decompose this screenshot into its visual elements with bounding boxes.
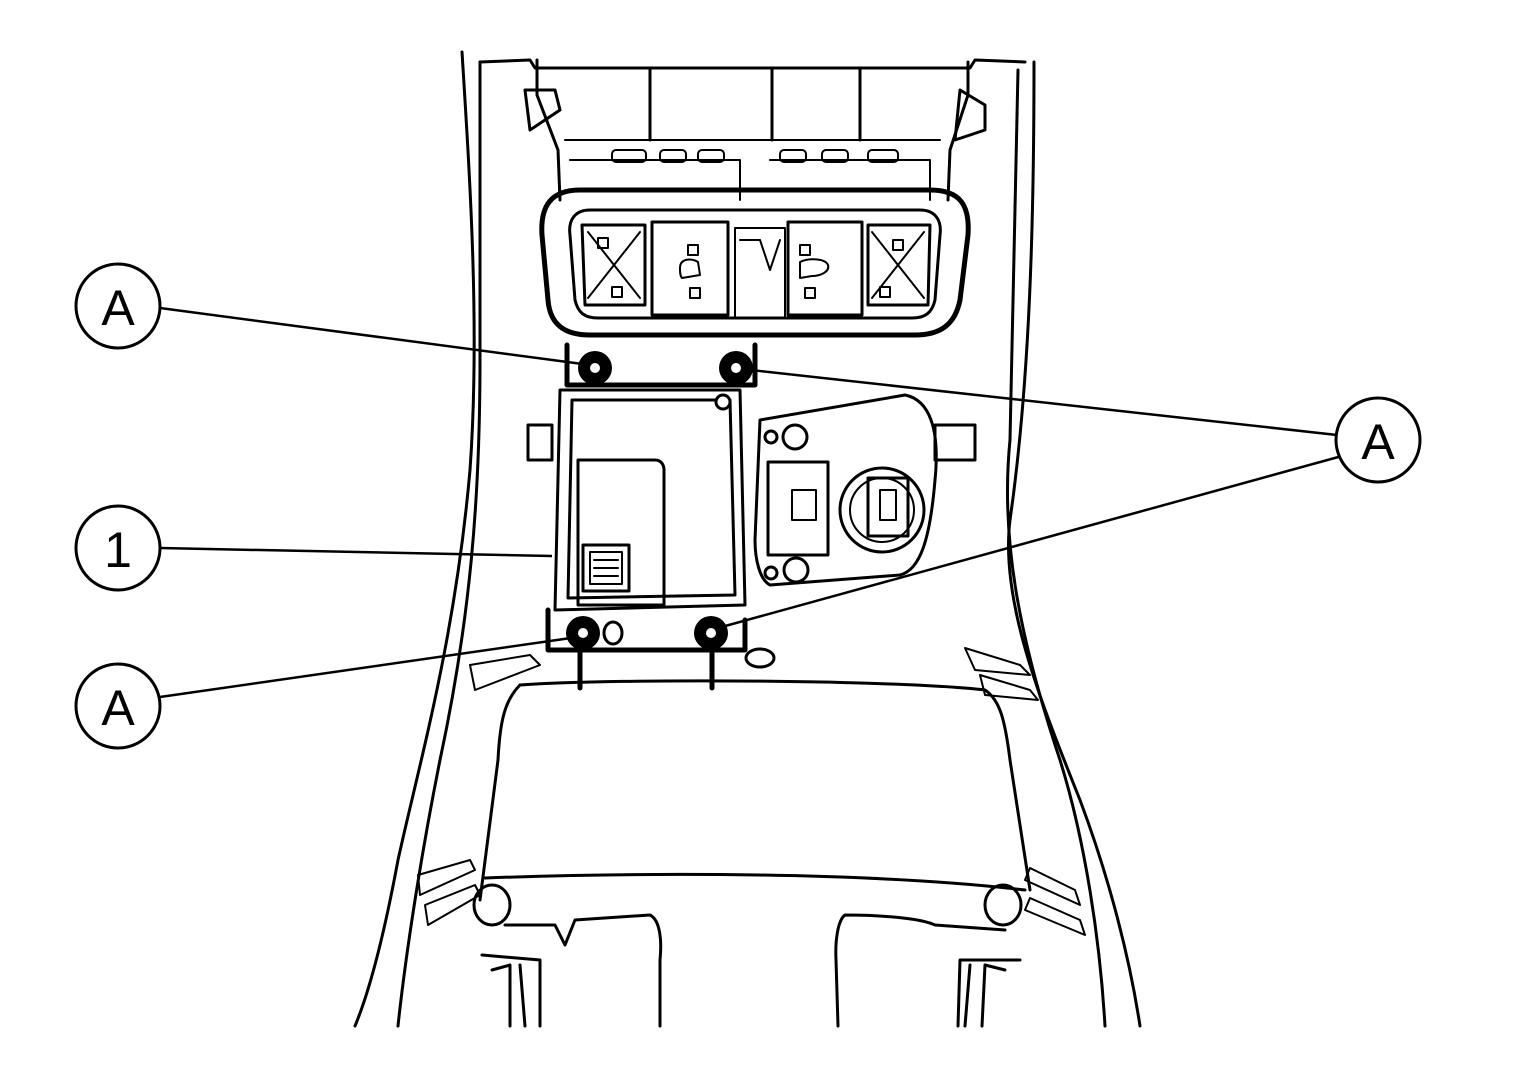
fastener-top-right xyxy=(719,351,753,385)
console-body xyxy=(353,50,1142,1028)
leader-lines xyxy=(159,306,1343,699)
fastener-bottom-left xyxy=(566,616,600,650)
callout-a-bottom-left: A xyxy=(74,662,162,750)
shifter-opening xyxy=(753,393,938,587)
callout-a-right-label: A xyxy=(1361,414,1395,470)
fastener-top-left xyxy=(578,351,612,385)
callout-a-top-left-label: A xyxy=(101,280,135,336)
fasteners xyxy=(566,351,753,650)
callout-a-bottom-left-label: A xyxy=(101,680,135,736)
upper-housing xyxy=(523,58,987,202)
air-vent-assembly xyxy=(539,187,971,338)
lower-tray xyxy=(417,647,1086,1028)
callout-a-top-left: A xyxy=(74,262,162,350)
callout-1: 1 xyxy=(74,504,162,592)
fastener-bottom-right xyxy=(694,616,728,650)
callout-1-label: 1 xyxy=(104,522,132,578)
callout-a-right: A xyxy=(1334,396,1422,484)
